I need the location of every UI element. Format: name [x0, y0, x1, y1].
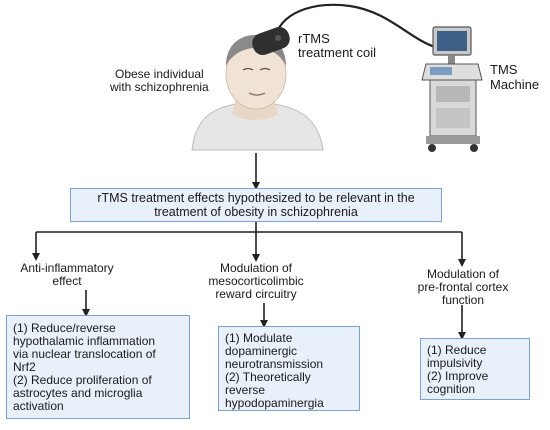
machine-screen — [437, 31, 467, 51]
rtms-coil — [252, 26, 290, 56]
person-illustration — [191, 34, 324, 151]
coil-label: rTMS treatment coil — [298, 31, 377, 60]
branch-3-details-text: (1) Reduce impulsivity (2) Improve cogni… — [427, 343, 489, 396]
branch-2-title: Modulation of mesocorticolimbic reward c… — [208, 261, 304, 301]
machine-label: TMS Machine — [490, 62, 540, 92]
branch-1-details-text: (1) Reduce/reverse hypothalamic inflamma… — [13, 321, 156, 413]
main-effect-text: rTMS treatment effects hypothesized to b… — [97, 191, 415, 219]
tms-machine-illustration — [421, 26, 483, 152]
coil-head — [252, 26, 290, 56]
coil-cable — [273, 3, 439, 50]
branch-2-details-text: (1) Modulate dopaminergic neurotransmiss… — [225, 331, 324, 410]
branch-3-details-box: (1) Reduce impulsivity (2) Improve cogni… — [420, 338, 530, 400]
branch-3-title: Modulation of pre-frontal cortex functio… — [417, 267, 509, 307]
branch-2-details-box: (1) Modulate dopaminergic neurotransmiss… — [218, 326, 360, 411]
person-label: Obese individual with schizophrenia — [110, 67, 209, 94]
connector-lines — [32, 153, 466, 340]
branch-1-details-box: (1) Reduce/reverse hypothalamic inflamma… — [6, 315, 190, 419]
main-effect-box: rTMS treatment effects hypothesized to b… — [70, 188, 442, 222]
branch-1-title: Anti-inflammatory effect — [20, 261, 114, 288]
